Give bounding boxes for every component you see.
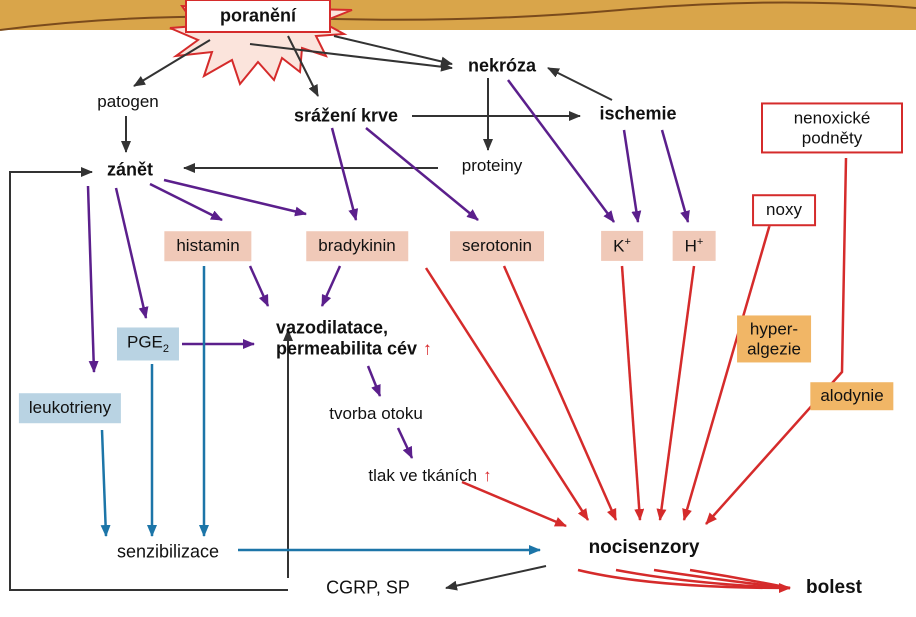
nekroza-label: nekróza — [467, 55, 537, 76]
poraneni-label: poranění — [219, 5, 297, 26]
arrow-srazeni-bradykinin — [330, 127, 359, 221]
senzibilizace-label: senzibilizace — [116, 541, 220, 562]
arrow-ischemie-h — [660, 129, 690, 223]
arrow-zanet-histamin — [149, 182, 223, 222]
arrow-bradykinin-vazodilatace — [320, 265, 342, 307]
arrow-zanet-leukotrieny — [86, 185, 99, 373]
arrow-otok-tlak — [396, 427, 414, 459]
arrow-k-nocisenzory — [620, 265, 645, 521]
arrow-zanet-pge — [114, 187, 149, 319]
increase-arrow-icon: ↑ — [483, 466, 492, 486]
bradykinin-box: bradykinin — [306, 231, 408, 261]
arrow-srazeni-serotonin — [365, 127, 479, 221]
bolest-label: bolest — [806, 577, 862, 599]
arrow-poraneni-srazeni — [287, 35, 319, 97]
arrow-zanet-bradykinin — [163, 178, 307, 217]
tlak-label: tlak ve tkáních↑ — [368, 466, 492, 486]
tvorba-otoku-label: tvorba otoku — [329, 404, 423, 424]
ischemie-label: ischemie — [599, 103, 677, 124]
serotonin-box: serotonin — [450, 231, 544, 261]
nenoxicke-podnety-box: nenoxické podněty — [761, 102, 903, 154]
arrow-ischemie-nekroza — [547, 67, 613, 101]
arrow-bradykinin-nocisenzory — [424, 267, 590, 521]
alodynie-box: alodynie — [810, 382, 894, 410]
histamin-box: histamin — [164, 231, 252, 261]
arrow-h-nocisenzory — [656, 265, 696, 521]
pge2-box: PGE2 — [116, 327, 180, 361]
arrow-poraneni-patogen — [133, 39, 211, 87]
arrow-noxy-nocisenzory — [682, 223, 772, 521]
vazodilatace-label: vazodilatace, permeabilita cév↑ — [275, 317, 433, 358]
hyperalgezie-box: hyper- algezie — [737, 315, 811, 363]
arrow-nocisenzory-bolest-2 — [615, 568, 791, 590]
arrow-serotonin-nocisenzory — [502, 265, 618, 521]
arrow-nocisenzory-bolest-4 — [689, 568, 791, 590]
patogen-label: patogen — [97, 92, 159, 112]
feedback-line — [9, 167, 288, 591]
skin-line — [0, 1, 916, 31]
arrow-nocisenzory-bolest-3 — [653, 568, 791, 590]
srazeni-krve-label: srážení krve — [293, 105, 399, 126]
k-ion-box: K+ — [601, 230, 643, 262]
arrow-tlak-nocisenzory — [461, 480, 567, 528]
cgrp-sp-label: CGRP, SP — [326, 577, 410, 598]
h-ion-box: H+ — [672, 230, 716, 262]
leukotrieny-box: leukotrieny — [18, 393, 122, 423]
noxy-box: noxy — [752, 194, 816, 226]
nocisenzory-label: nocisenzory — [588, 537, 700, 559]
poraneni-box — [185, 0, 331, 33]
arrow-poraneni-nekroza — [333, 35, 453, 67]
arrow-nenoxicke-nocisenzory — [705, 157, 848, 525]
zanet-label: zánět — [106, 159, 154, 180]
increase-arrow-icon: ↑ — [423, 338, 433, 358]
arrow-ischemie-k — [622, 129, 642, 223]
arrow-histamin-vazodilatace — [248, 265, 270, 307]
arrow-nekroza-k — [506, 79, 616, 223]
arrow-poraneni-nekroza-2 — [249, 43, 453, 72]
arrow-nocisenzory-cgrp — [445, 565, 547, 591]
arrow-leukotrieny-senzibilizace — [100, 429, 111, 537]
proteiny-label: proteiny — [457, 156, 527, 176]
arrow-nocisenzory-bolest-1 — [577, 568, 791, 593]
arrow-vazodilatace-otok — [366, 365, 382, 397]
